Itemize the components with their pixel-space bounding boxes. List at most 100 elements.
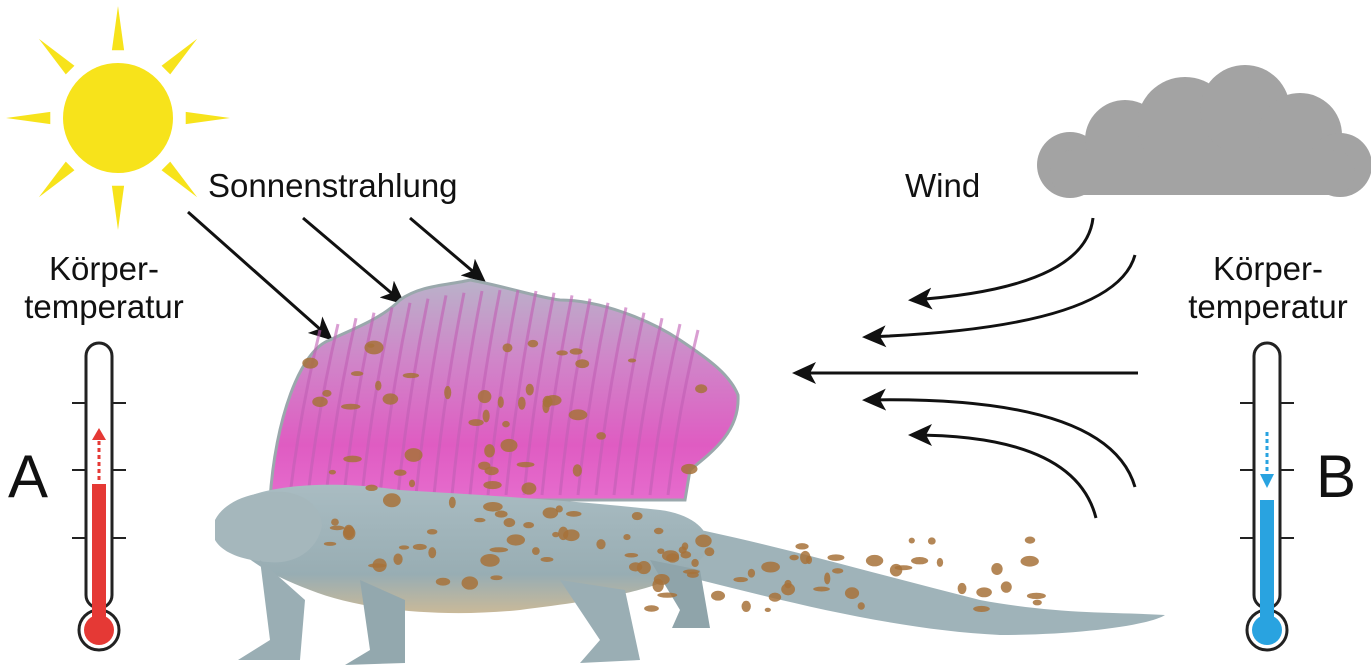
- skin-spot: [503, 343, 513, 352]
- skin-spot: [570, 348, 583, 354]
- radiation-label: Sonnenstrahlung: [208, 167, 458, 205]
- skin-spot: [824, 573, 830, 585]
- skin-spot: [691, 559, 698, 567]
- skin-spot: [632, 512, 643, 520]
- skin-spot: [800, 551, 810, 564]
- skin-spot: [566, 511, 581, 517]
- body-temperature-label-line2: temperatur: [1168, 288, 1368, 326]
- skin-spot: [500, 439, 517, 452]
- skin-spot: [1001, 581, 1012, 592]
- skin-spot: [866, 555, 883, 567]
- skin-spot: [468, 419, 483, 426]
- skin-spot: [628, 358, 636, 362]
- skin-spot: [532, 547, 540, 555]
- skin-spot: [795, 543, 808, 549]
- skin-spot: [575, 359, 589, 368]
- skin-spot: [478, 390, 492, 403]
- skin-spot: [1025, 537, 1035, 544]
- skin-spot: [748, 569, 755, 578]
- sun-ray: [6, 112, 50, 124]
- skin-spot: [324, 542, 336, 546]
- skin-spot: [765, 608, 771, 612]
- skin-spot: [704, 547, 714, 556]
- skin-spot: [365, 485, 377, 491]
- body-temperature-label-line2: temperatur: [4, 288, 204, 326]
- skin-spot: [657, 593, 677, 598]
- wind-label: Wind: [905, 167, 980, 205]
- skin-spot: [449, 497, 456, 508]
- skin-spot: [383, 493, 401, 507]
- skin-spot: [367, 344, 374, 348]
- skin-spot: [427, 529, 437, 535]
- skin-spot: [1033, 600, 1042, 606]
- skin-spot: [490, 547, 509, 552]
- wind-arrows: [796, 218, 1138, 518]
- skin-spot: [483, 410, 490, 423]
- skin-spot: [695, 384, 707, 393]
- skin-spot: [654, 528, 663, 534]
- thermometer-icon: [1240, 343, 1294, 650]
- skin-spot: [523, 522, 534, 528]
- skin-spot: [517, 462, 535, 467]
- skin-spot: [331, 518, 339, 525]
- panel-label-b: B: [1316, 442, 1356, 511]
- skin-spot: [462, 576, 479, 589]
- skin-spot: [625, 553, 639, 558]
- sun-ray: [112, 186, 124, 230]
- skin-spot: [573, 464, 582, 476]
- cloud-icon: [1037, 65, 1371, 198]
- skin-spot: [312, 397, 328, 407]
- skin-spot: [507, 534, 525, 545]
- skin-spot: [329, 470, 336, 475]
- skin-spot: [495, 511, 508, 518]
- skin-spot: [483, 502, 503, 512]
- skin-spot: [351, 371, 363, 376]
- skin-spot: [302, 358, 318, 369]
- skin-spot: [504, 518, 516, 527]
- skin-spot: [858, 602, 865, 610]
- body-temperature-label-line1: Körper-: [4, 250, 204, 288]
- skin-spot: [341, 404, 360, 410]
- body-temperature-label-b: Körper- temperatur: [1168, 250, 1368, 326]
- skin-spot: [813, 587, 830, 592]
- skin-spot: [490, 575, 502, 580]
- skin-spot: [911, 557, 928, 564]
- sun-ray: [112, 6, 124, 50]
- skin-spot: [322, 390, 331, 397]
- skin-spot: [498, 396, 504, 408]
- skin-spot: [343, 456, 362, 463]
- thermometer-icon: [72, 343, 126, 650]
- skin-spot: [958, 583, 967, 594]
- skin-spot: [769, 593, 781, 602]
- skin-spot: [484, 444, 495, 457]
- skin-spot: [364, 341, 383, 355]
- skin-spot: [480, 554, 499, 567]
- skin-spot: [485, 467, 499, 476]
- skin-spot: [909, 538, 915, 544]
- skin-spot: [1027, 593, 1046, 599]
- skin-spot: [683, 569, 700, 574]
- skin-spot: [383, 393, 399, 404]
- skin-spot: [928, 537, 936, 544]
- skin-spot: [654, 574, 670, 585]
- skin-spot: [666, 553, 679, 562]
- skin-spot: [832, 568, 843, 573]
- skin-spot: [596, 432, 606, 440]
- skin-spot: [845, 587, 859, 599]
- skin-spot: [695, 535, 711, 548]
- skin-spot: [521, 482, 536, 494]
- skin-spot: [596, 539, 605, 549]
- skin-spot: [409, 480, 415, 488]
- skin-spot: [644, 605, 659, 611]
- sun-ray: [186, 112, 230, 124]
- skin-spot: [543, 507, 559, 518]
- skin-spot: [375, 381, 381, 391]
- skin-spot: [518, 397, 526, 410]
- skin-spot: [761, 562, 780, 573]
- dimetrodon-illustration: [215, 280, 1165, 665]
- skin-spot: [428, 547, 436, 558]
- skin-spot: [991, 563, 1002, 575]
- skin-spot: [444, 386, 451, 399]
- skin-spot: [637, 561, 651, 574]
